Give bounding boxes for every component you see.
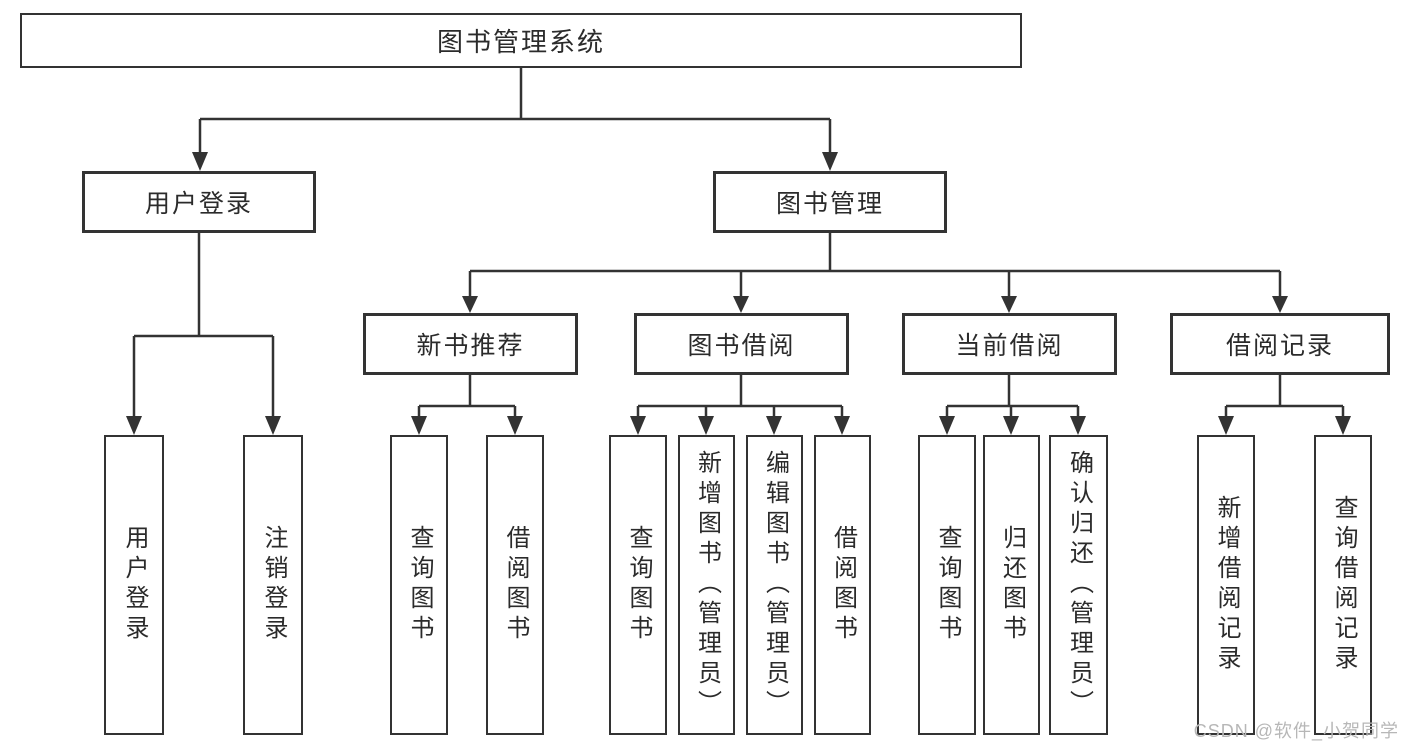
arrowhead-leaf-user-login [126,416,142,435]
connector-borrow-records-to-leaves [1224,375,1345,416]
leaf-add-borrow-record: 新增借阅记录 [1197,435,1255,735]
leaf-edit-books-admin-label: 编辑图书（管理员） [761,450,789,720]
leaf-add-books-admin-label: 新增图书（管理员） [693,450,721,720]
node-root: 图书管理系统 [20,13,1022,68]
leaf-user-login-label: 用户登录 [121,525,148,645]
node-book-borrow-label: 图书借阅 [687,332,796,360]
leaf-return-books: 归还图书 [983,435,1040,735]
leaf-query-books-recommend: 查询图书 [390,435,448,735]
leaf-query-books-borrow: 查询图书 [609,435,667,735]
leaf-borrow-books: 借阅图书 [814,435,871,735]
arrowhead-user-login [192,152,208,171]
arrowhead-leaf-return-books [1003,416,1019,435]
arrowhead-leaf-borrow-books-recommend [507,416,523,435]
connector-book-borrow-to-leaves [636,375,844,416]
arrowhead-borrow-records [1272,296,1288,313]
leaf-confirm-return-admin: 确认归还（管理员） [1049,435,1108,735]
node-new-book-recommend-label: 新书推荐 [416,332,525,360]
arrowhead-leaf-edit-books-admin [766,416,782,435]
connector-current-borrow-to-leaves [945,375,1080,416]
leaf-logout: 注销登录 [243,435,303,735]
leaf-borrow-books-label: 借阅图书 [829,525,857,645]
node-book-borrow: 图书借阅 [634,313,849,375]
arrowhead-leaf-logout [265,416,281,435]
arrowhead-leaf-query-books-borrow [630,416,646,435]
leaf-query-books-recommend-label: 查询图书 [406,525,433,645]
arrowhead-new-book-recommend [462,296,478,313]
node-user-login-label: 用户登录 [144,190,253,218]
arrowhead-leaf-add-borrow-record [1218,416,1234,435]
node-current-borrow: 当前借阅 [902,313,1117,375]
leaf-edit-books-admin: 编辑图书（管理员） [746,435,803,735]
node-borrow-records: 借阅记录 [1170,313,1390,375]
leaf-add-books-admin: 新增图书（管理员） [678,435,735,735]
node-user-login: 用户登录 [82,171,316,233]
arrowhead-leaf-add-books-admin [698,416,714,435]
node-current-borrow-label: 当前借阅 [955,332,1064,360]
node-book-management: 图书管理 [713,171,947,233]
leaf-query-books-current: 查询图书 [918,435,976,735]
arrowhead-leaf-query-borrow-record [1335,416,1351,435]
leaf-user-login: 用户登录 [104,435,164,735]
leaf-add-borrow-record-label: 新增借阅记录 [1213,495,1240,675]
arrowhead-book-management [822,152,838,171]
leaf-borrow-books-recommend: 借阅图书 [486,435,544,735]
node-book-management-label: 图书管理 [775,190,884,218]
arrowhead-leaf-borrow-books [834,416,850,435]
connector-new-book-recommend-to-leaves [417,375,517,416]
leaf-logout-label: 注销登录 [260,525,287,645]
arrowhead-current-borrow [1001,296,1017,313]
connector-user-login-to-leaves [132,233,275,416]
leaf-query-books-borrow-label: 查询图书 [625,525,652,645]
connector-root-to-level2 [198,68,832,153]
node-borrow-records-label: 借阅记录 [1225,332,1334,360]
leaf-query-borrow-record-label: 查询借阅记录 [1330,495,1357,675]
leaf-confirm-return-admin-label: 确认归还（管理员） [1065,450,1093,720]
leaf-query-books-current-label: 查询图书 [934,525,961,645]
leaf-return-books-label: 归还图书 [998,525,1026,645]
leaf-borrow-books-recommend-label: 借阅图书 [502,525,529,645]
arrowhead-leaf-confirm-return-admin [1070,416,1086,435]
connector-book-management-to-level3 [468,233,1282,296]
arrowhead-leaf-query-books-current [939,416,955,435]
arrowhead-leaf-query-books-recommend [411,416,427,435]
arrowhead-book-borrow [733,296,749,313]
leaf-query-borrow-record: 查询借阅记录 [1314,435,1372,735]
node-new-book-recommend: 新书推荐 [363,313,578,375]
node-root-label: 图书管理系统 [436,27,605,57]
